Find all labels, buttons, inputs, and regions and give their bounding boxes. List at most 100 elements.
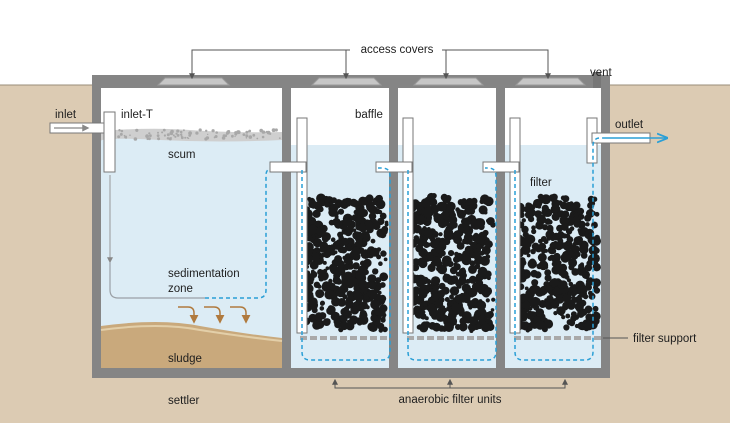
scum-speck [188, 131, 193, 136]
settling-arrows [178, 306, 251, 324]
scum-speck [248, 135, 253, 139]
media-pebble [347, 263, 354, 270]
media-pebble [543, 327, 547, 332]
media-pebble [308, 297, 318, 307]
media-pebble [317, 206, 324, 213]
media-pebble [351, 200, 360, 208]
media-pebble [577, 285, 586, 293]
media-pebble [413, 296, 422, 304]
media-pebble [464, 284, 471, 291]
media-pebble [355, 271, 365, 281]
media-pebble [375, 194, 383, 203]
scum-speck [161, 131, 164, 134]
scum-speck [236, 130, 240, 134]
media-pebble [463, 226, 470, 233]
scum-speck [166, 137, 170, 140]
media-pebble [534, 271, 542, 279]
scum-speck [148, 132, 151, 135]
scum-speck [120, 129, 124, 133]
media-pebble [538, 242, 547, 251]
scum-speck [195, 131, 199, 135]
scum-speck [265, 130, 268, 133]
media-pebble [485, 298, 490, 303]
media-pebble [379, 272, 389, 282]
media-pebble [444, 297, 450, 302]
media-pebble [557, 210, 565, 218]
media-pebble [351, 246, 361, 255]
scum-speck [245, 137, 248, 139]
media-pebble [594, 255, 598, 259]
media-pebble [577, 207, 585, 215]
media-pebble [551, 199, 560, 209]
media-pebble [443, 230, 454, 241]
media-pebble [443, 220, 449, 225]
media-pebble [370, 299, 380, 310]
media-pebble [569, 201, 574, 206]
media-pebble [550, 278, 560, 287]
media-pebble [363, 232, 370, 240]
scum-speck [261, 135, 265, 139]
scum-speck [211, 129, 215, 133]
media-pebble [305, 273, 315, 283]
scum-speck [245, 134, 249, 138]
media-pebble [324, 202, 330, 208]
media-pebble [535, 224, 540, 229]
media-pebble [452, 321, 457, 326]
media-pebble [568, 286, 574, 293]
media-pebble [566, 236, 574, 243]
media-pebble [337, 231, 344, 238]
media-pebble [368, 281, 377, 290]
media-pebble [541, 224, 549, 231]
media-pebble [431, 276, 441, 286]
media-pebble [479, 250, 485, 256]
media-pebble [331, 297, 341, 307]
media-pebble [341, 272, 350, 281]
access-cover-lids [156, 77, 587, 86]
media-pebble [318, 241, 324, 246]
media-pebble [348, 252, 354, 258]
media-pebble [412, 286, 421, 296]
media-pebble [438, 240, 446, 248]
media-pebble [317, 284, 322, 289]
media-pebble [434, 299, 444, 309]
media-pebble [356, 320, 363, 326]
media-pebble [364, 220, 373, 228]
media-pebble [476, 300, 487, 311]
media-pebble [585, 222, 590, 227]
media-pebble [490, 308, 495, 312]
media-pebble [324, 289, 335, 300]
media-pebble [567, 301, 576, 310]
media-pebble [372, 268, 379, 275]
media-pebble [593, 247, 600, 254]
media-pebble [320, 301, 325, 306]
media-pebble [468, 275, 477, 284]
scum-speck [227, 130, 231, 133]
media-pebble [526, 310, 534, 318]
media-pebble [440, 193, 448, 201]
media-pebble [309, 291, 314, 297]
media-pebble [384, 220, 389, 225]
media-pebble [372, 222, 381, 230]
media-pebble [592, 263, 601, 272]
media-pebble [475, 285, 482, 292]
media-pebble [522, 301, 531, 310]
media-pebble [358, 196, 368, 206]
scum-speck [149, 134, 152, 138]
media-pebble [545, 303, 552, 310]
media-pebble [427, 296, 435, 304]
media-pebble [574, 323, 580, 329]
media-pebble [323, 283, 328, 287]
media-pebble [422, 207, 433, 218]
media-pebble [429, 240, 438, 249]
media-pebble [575, 236, 583, 244]
media-pebble [454, 288, 459, 293]
media-pebble [553, 252, 561, 261]
media-pebble [550, 193, 558, 201]
media-pebble [420, 309, 426, 315]
media-pebble [569, 227, 574, 231]
media-pebble [550, 300, 560, 309]
media-pebble [319, 255, 323, 259]
media-pebble [544, 248, 548, 253]
media-pebble [449, 294, 454, 300]
media-pebble [436, 201, 447, 212]
